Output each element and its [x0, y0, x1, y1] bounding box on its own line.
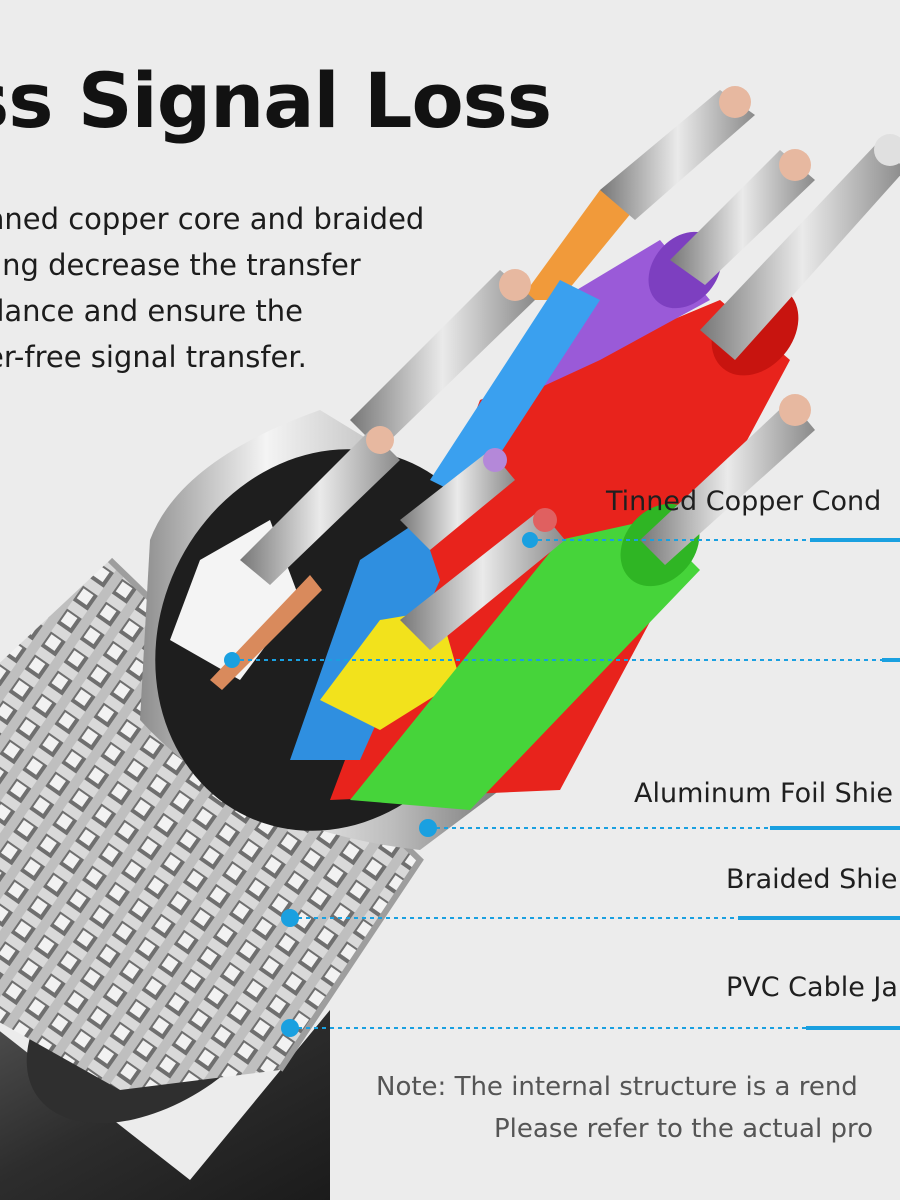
- callout-label-aluminum-foil: Aluminum Foil Shie: [634, 778, 894, 809]
- description-line: nned copper core and braided: [0, 202, 425, 236]
- description-line: dance and ensure the: [0, 294, 303, 328]
- callout-leader-lines: [224, 532, 900, 1037]
- callout-label-tinned-copper: Tinned Copper Cond: [606, 486, 882, 517]
- tinned-copper-strands: [210, 86, 900, 690]
- description-line: ling decrease the transfer: [0, 248, 361, 282]
- description: nned copper core and braided ling decrea…: [0, 196, 506, 380]
- note-line-1: Note: The internal structure is a rend: [376, 1072, 858, 1102]
- headline: ss Signal Loss: [0, 56, 552, 145]
- disclaimer-note: Note: The internal structure is a rend P…: [376, 1066, 873, 1150]
- description-line: er-free signal transfer.: [0, 340, 307, 374]
- note-line-2: Please refer to the actual pro: [494, 1114, 874, 1144]
- callout-label-braided-shield: Braided Shie: [726, 864, 898, 895]
- callout-label-pvc-jacket: PVC Cable Ja: [726, 972, 898, 1003]
